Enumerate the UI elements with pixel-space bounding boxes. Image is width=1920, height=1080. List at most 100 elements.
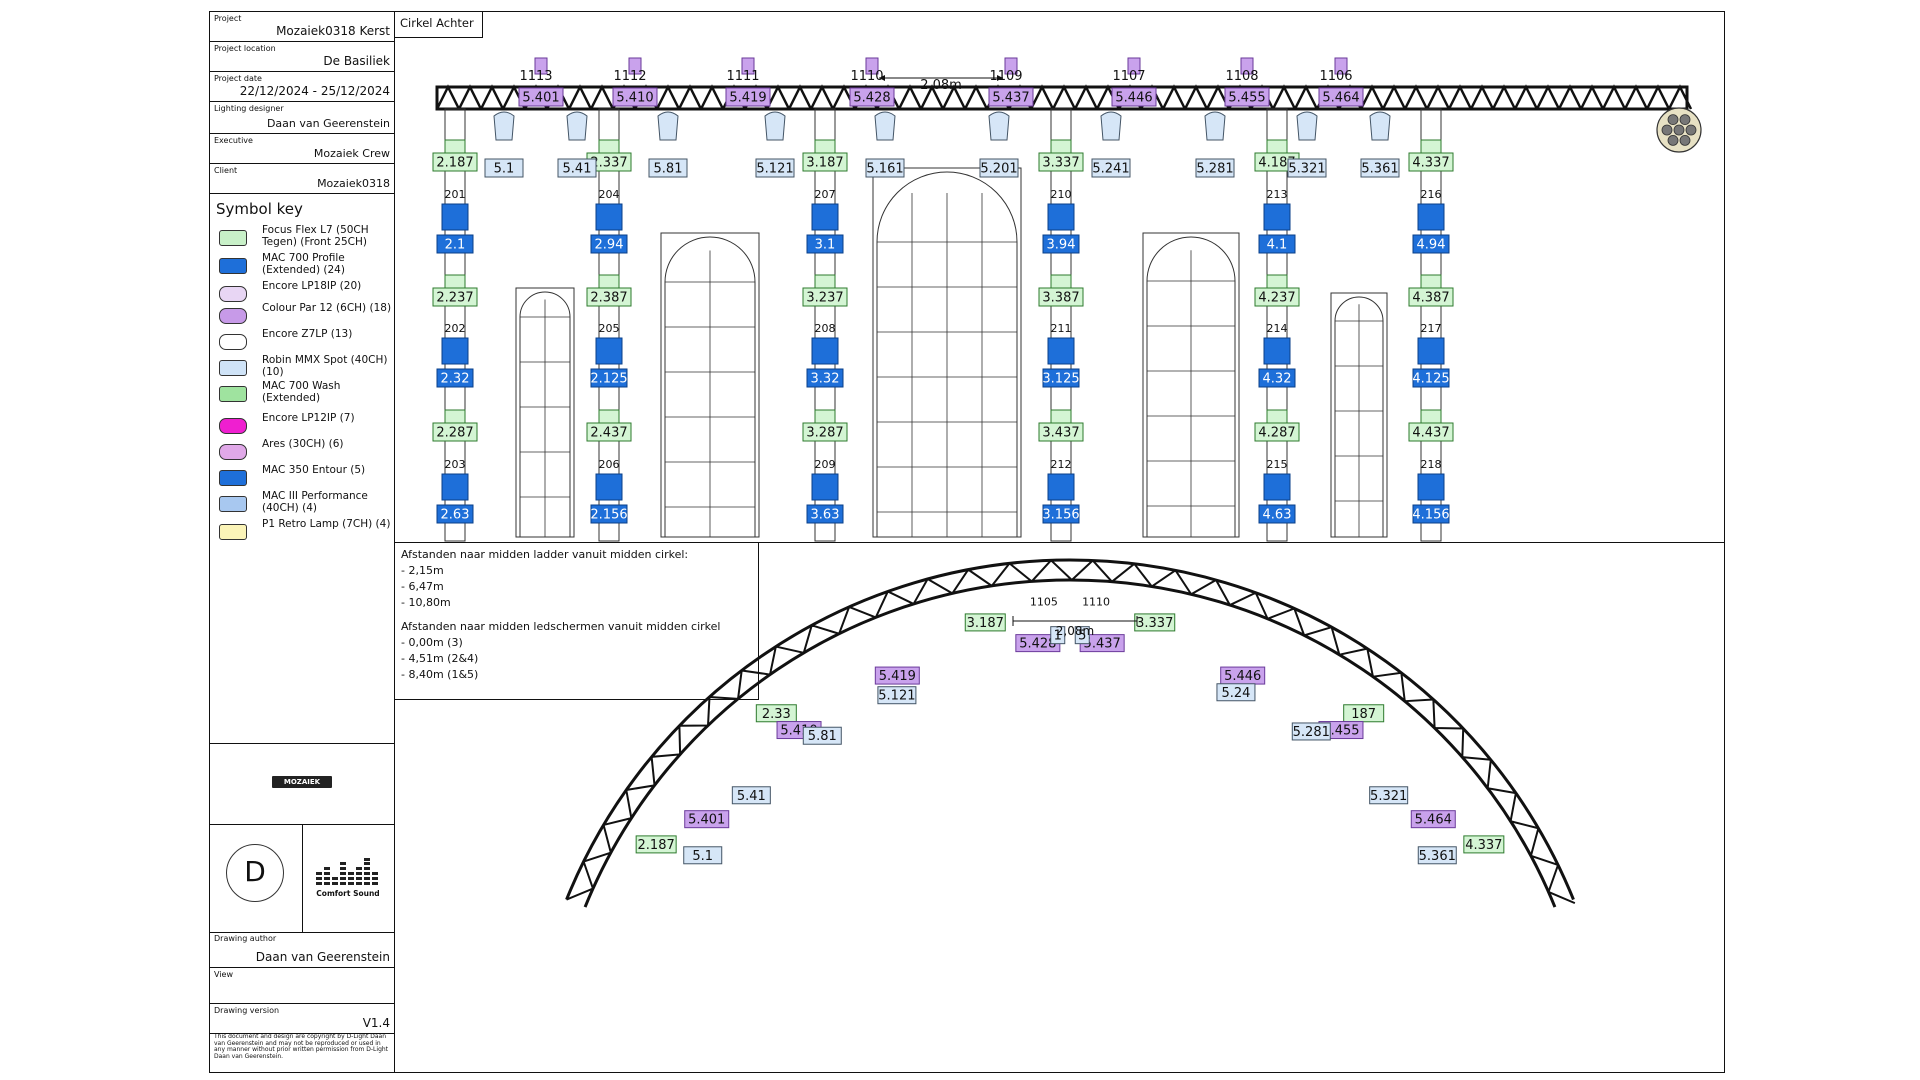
colour-par-icon [1240,57,1254,75]
window-right-large [1142,232,1240,538]
led-distance-heading: Afstanden naar midden ledschermen vanuit… [401,620,721,633]
par-label: 5.446 [1111,87,1157,107]
ladder-blue-label: 4.1 [1258,234,1296,254]
ladder-green-label-text: 2.437 [590,426,627,441]
window-center [872,167,1022,538]
ladder-blue-label-text: 3.1 [815,238,836,253]
version-value: V1.4 [362,1016,390,1030]
ares-icon [219,444,247,460]
moving-head-profile-icon [219,230,247,246]
symbol-key-label: P1 Retro Lamp (7CH) (4) [262,518,391,530]
ladder-fixture-id: 209 [815,458,836,471]
symbol-key-item: Encore LP12IP (7) [210,412,394,440]
moving-head-profile-icon [1417,337,1445,365]
colour-par-icon [1334,57,1348,75]
spot-label-box [1091,158,1131,178]
ladder-blue-label-box [806,234,844,254]
arc-green-label: 3.187 [964,613,1006,632]
project-value: Mozaiek0318 Kerst [276,24,390,38]
spot-label-box [557,158,597,178]
par-icon [219,286,247,302]
led-distance-item: - 0,00m (3) [401,636,463,649]
window-arch [1146,236,1236,538]
arc-truss-lacing [566,559,1576,905]
ladder-blue-label-text: 2.156 [590,508,627,523]
arc-spot-label-box [1417,846,1457,865]
ladder-fixture-id: 201 [445,188,466,201]
arc-purple-label: 5.446 [1220,666,1266,685]
ladder-fixture-id: 202 [445,322,466,335]
moving-head-profile-icon [1266,139,1288,155]
arc-green-label-text: 3.187 [967,616,1004,631]
moving-head-profile-icon [1050,409,1072,425]
ladder-fixture-id: 214 [1267,322,1288,335]
ladder-green-label: 4.437 [1408,422,1454,442]
truss-fixture-id: 1109 [989,69,1022,84]
ladder-green-label-text: 2.237 [436,291,473,306]
elevation-view: 2.1872.2372.2872012.12022.322032.632.337… [432,57,1702,542]
moving-head-profile-icon [441,203,469,231]
moving-head-profile-icon [219,258,247,274]
ladder-distance-item: - 6,47m [401,580,444,593]
window-arch [519,291,571,538]
version-field: Drawing version V1.4 [210,1004,394,1034]
ladder-blue-label-box [1042,368,1080,388]
retro-lamp-cell [1661,124,1673,136]
symbol-key-item: MAC III Performance (40CH) (4) [210,490,394,518]
arc-spot-label-text: 5.41 [737,789,766,804]
arc-green-label-text: 2.187 [638,838,675,853]
truss-lacing [435,84,1693,110]
ladder-green-label-text: 2.387 [590,291,627,306]
window-left-large [660,232,760,538]
ladder-green-label: 3.287 [802,422,848,442]
ladder-blue-label-text: 2.1 [445,238,466,253]
arc-spot-label-box [1369,786,1409,805]
ladder-green-label-box [1254,422,1300,442]
ladder-fixture-id: 207 [815,188,836,201]
title-block: Project Mozaiek0318 Kerst Project locati… [210,12,395,1072]
moving-head-spot-icon [874,111,896,141]
retro-lamp-cell [1679,134,1691,146]
spot-label-text: 5.361 [1361,162,1398,177]
ladder-green-label-text: 4.287 [1258,426,1295,441]
equalizer-icon [316,858,378,885]
spot-label-text: 5.1 [494,162,515,177]
arc-spot-label-partial: 5 [1074,626,1090,645]
symbol-key-label: MAC III Performance (40CH) (4) [262,490,368,514]
ladder-fixture-id: 218 [1421,458,1442,471]
par-label: 5.401 [518,87,564,107]
ladder-green-label: 4.287 [1254,422,1300,442]
ladder-green-label: 3.437 [1038,422,1084,442]
symbol-key-label: Ares (30CH) (6) [262,438,344,450]
arc-purple-label: 5.428 [1015,634,1061,653]
ladder-green-label-box [586,287,632,307]
arc-spot-label-partial: 1 [1050,626,1066,645]
spot-label-box [865,158,905,178]
symbol-key-label: Robin MMX Spot (40CH) (10) [262,354,388,378]
ladder-fixture-id: 204 [599,188,620,201]
par-label-box [1111,87,1157,107]
ladder-green-label: 4.237 [1254,287,1300,307]
moving-head-profile-icon [811,337,839,365]
arc-purple-label-box [1410,810,1456,829]
moving-head-profile-icon [598,139,620,155]
ladder-green-label-box [1254,287,1300,307]
par-label-text: 5.437 [992,91,1029,106]
ladder-blue-label-text: 2.94 [595,238,624,253]
arc-truss-id: 1110 [1082,596,1110,609]
ladder-blue-label-box [436,234,474,254]
arc-spot-label-text: 5.321 [1370,789,1407,804]
spot-label: 5.1 [484,158,524,178]
ladder-green-label: 2.287 [432,422,478,442]
ladder-rail [444,108,466,542]
ladder-blue-label: 2.1 [436,234,474,254]
ladder-blue-label-text: 3.125 [1042,372,1079,387]
par-icon [219,418,247,434]
led-distance-item: - 8,40m (1&5) [401,668,479,681]
colour-par-icon [534,57,548,75]
symbol-key-item: Focus Flex L7 (50CH Tegen) (Front 25CH) [210,224,394,252]
spot-label-box [484,158,524,178]
spot-label: 5.121 [755,158,795,178]
